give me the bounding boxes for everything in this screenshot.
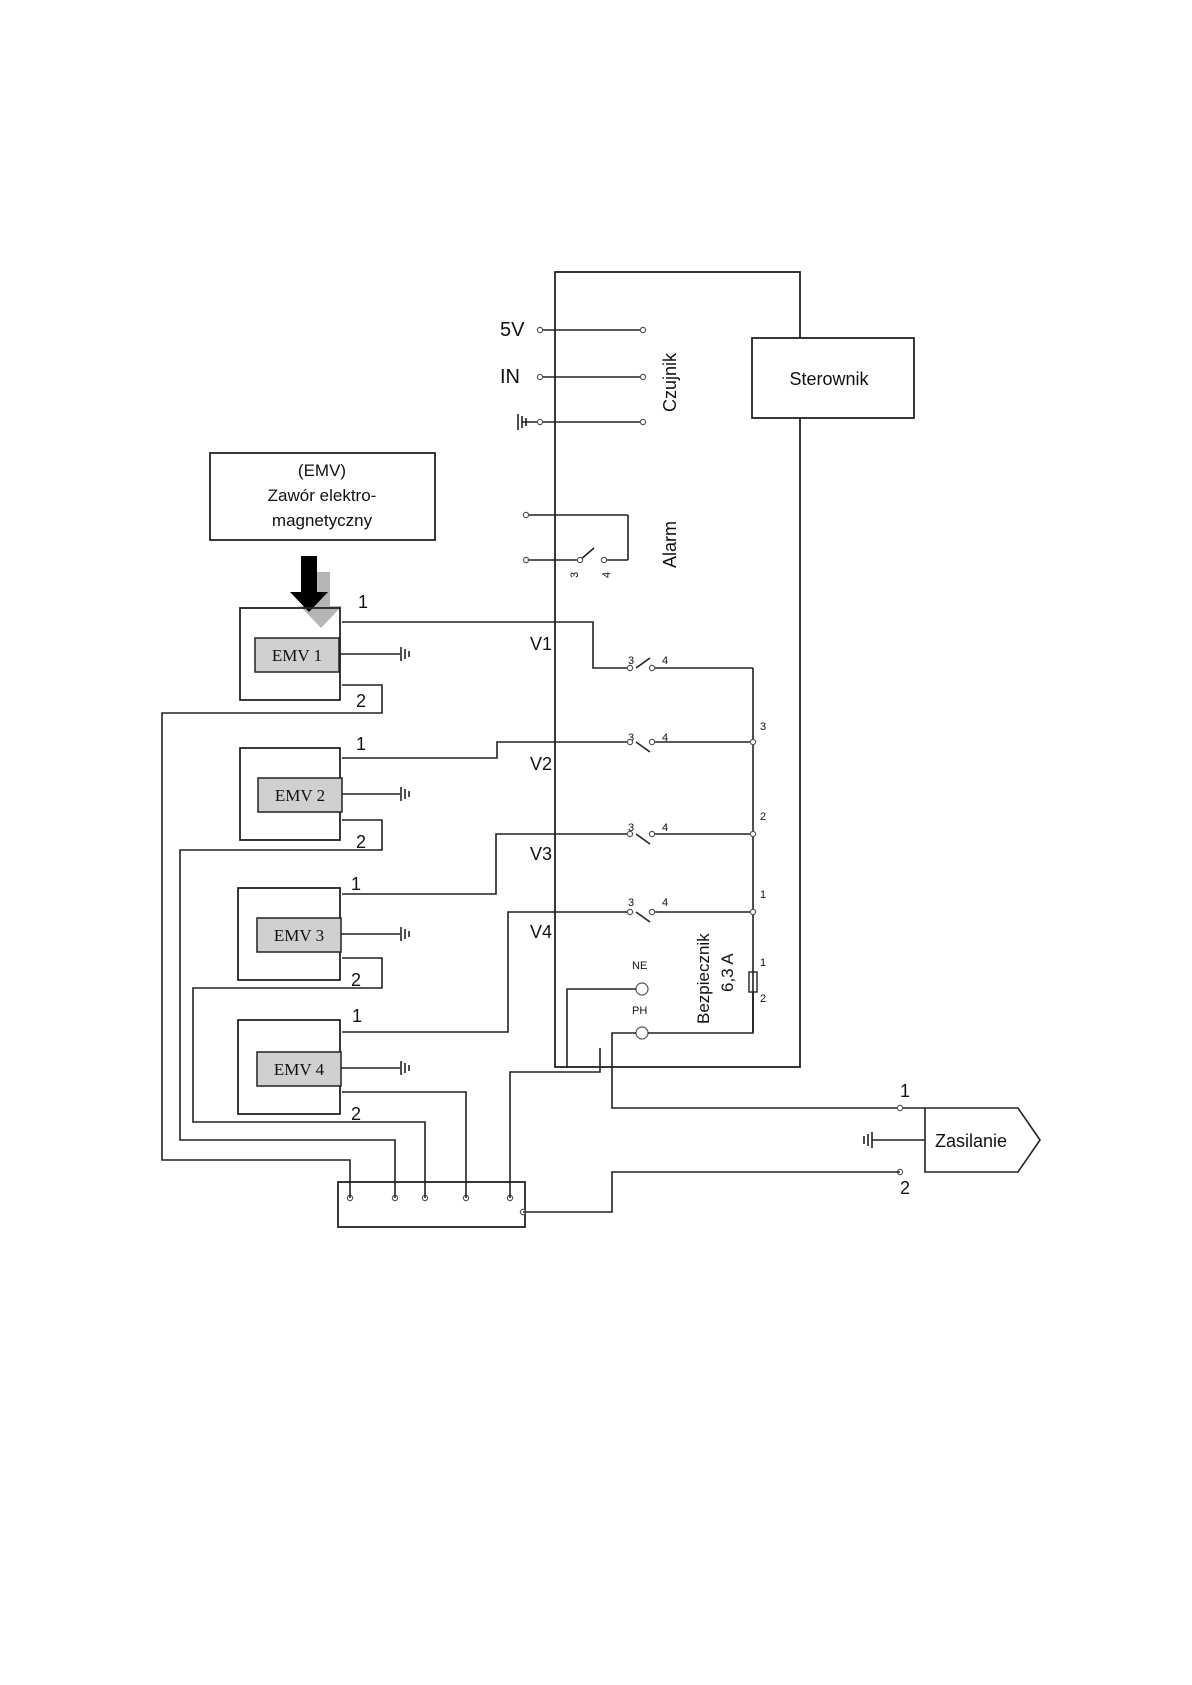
emv1-pin1: 1 bbox=[358, 592, 368, 612]
valve-callout-line1: (EMV) bbox=[298, 461, 346, 480]
supply-pin-2: 2 bbox=[900, 1178, 910, 1198]
supply-label: Zasilanie bbox=[935, 1131, 1007, 1151]
relay-v4-label: V4 bbox=[530, 922, 552, 942]
emv3-pin2: 2 bbox=[351, 970, 361, 990]
sensor-in-label: IN bbox=[500, 366, 520, 388]
valve-emv3: EMV 3 bbox=[238, 888, 341, 980]
bus-pin-2: 2 bbox=[760, 811, 766, 823]
alarm-label: Alarm bbox=[660, 521, 680, 568]
valve-emv2-label: EMV 2 bbox=[275, 786, 325, 805]
fuse-label: Bezpiecznik bbox=[694, 933, 713, 1024]
power-ne-label: NE bbox=[632, 960, 647, 972]
valve-emv4-label: EMV 4 bbox=[274, 1060, 325, 1079]
supply-ground-icon bbox=[864, 1132, 872, 1148]
power-ph-label: PH bbox=[632, 1005, 647, 1017]
valve-emv1-label: EMV 1 bbox=[272, 646, 322, 665]
sensor-5v-label: 5V bbox=[500, 319, 525, 341]
relay-v1-pin4: 4 bbox=[662, 655, 668, 667]
controller-label: Sterownik bbox=[789, 369, 869, 389]
relay-v3-pin4: 4 bbox=[662, 822, 668, 834]
relay-v4-pin3: 3 bbox=[628, 897, 634, 909]
emv1-pin2: 2 bbox=[356, 691, 366, 711]
alarm-pin-4: 4 bbox=[601, 572, 613, 578]
relay-v2-label: V2 bbox=[530, 754, 552, 774]
relay-v3-label: V3 bbox=[530, 844, 552, 864]
fuse-pin-1: 1 bbox=[760, 957, 766, 969]
emv4-pin2: 2 bbox=[351, 1104, 361, 1124]
bus-pin-1: 1 bbox=[760, 889, 766, 901]
bus-pin-3: 3 bbox=[760, 721, 766, 733]
fuse-rating: 6,3 A bbox=[718, 953, 737, 992]
junction-block bbox=[338, 1182, 525, 1227]
emv3-pin1: 1 bbox=[351, 874, 361, 894]
emv2-pin1: 1 bbox=[356, 734, 366, 754]
valve-emv3-label: EMV 3 bbox=[274, 926, 324, 945]
alarm-pin-3: 3 bbox=[569, 572, 581, 578]
fuse-pin-2: 2 bbox=[760, 993, 766, 1005]
emv4-pin1: 1 bbox=[352, 1006, 362, 1026]
valve-emv4: EMV 4 bbox=[238, 1020, 341, 1114]
relay-v4-pin4: 4 bbox=[662, 897, 668, 909]
valve-callout-line3: magnetyczny bbox=[272, 511, 373, 530]
relay-v1-label: V1 bbox=[530, 634, 552, 654]
sensor-label: Czujnik bbox=[660, 352, 680, 412]
supply-pin-1: 1 bbox=[900, 1081, 910, 1101]
valve-emv2: EMV 2 bbox=[240, 748, 342, 840]
valve-callout-line2: Zawór elektro- bbox=[268, 486, 377, 505]
valve-ground-icons bbox=[339, 647, 409, 1075]
arrow-down-icon bbox=[290, 556, 342, 628]
emv2-pin2: 2 bbox=[356, 832, 366, 852]
